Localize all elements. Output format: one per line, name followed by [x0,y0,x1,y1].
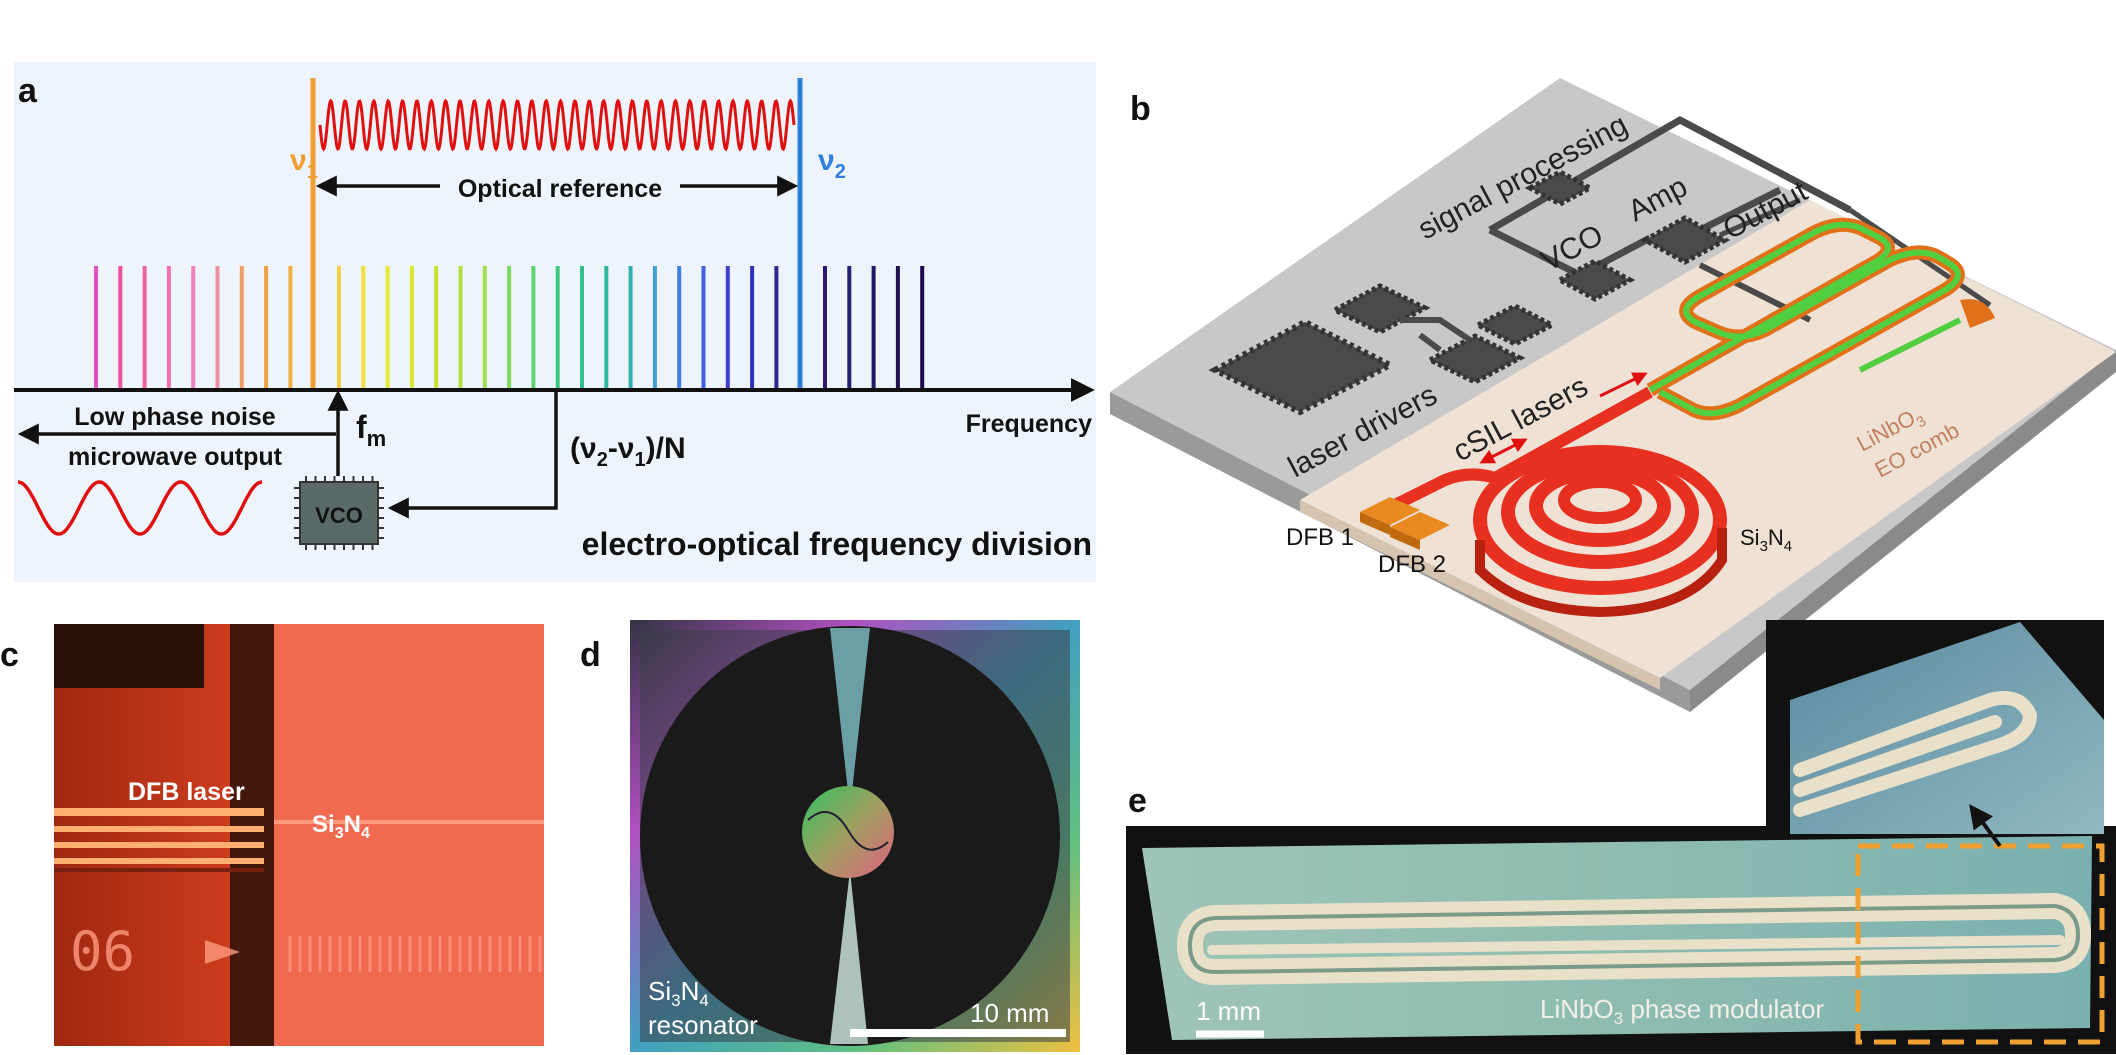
chip-number: 06 [70,920,135,983]
fm-label: fm [356,409,386,451]
light-direction-arrow [1599,372,1648,398]
si3n4-chip-region [274,624,544,1046]
si3n4-spiral [1473,445,1727,618]
reflection-top [830,628,870,810]
panel-a-title: electro-optical frequency division [582,526,1092,562]
grating-pattern [288,936,542,972]
substrate-edge [1300,500,1660,690]
panel-b: b [1110,78,2116,712]
nu1-label: ν1 [290,144,318,183]
si3n4-label-b: Si3N4 [1740,525,1792,555]
panel-a-letter: a [18,72,38,110]
panel-e-letter: e [1128,782,1147,820]
panel-e: e 1 mm LiNbO3 phase modulator [1126,620,2116,1054]
output-coupler [1960,299,1995,328]
vco-chip: VCO [294,476,384,550]
orientation-marker-icon [205,940,240,964]
dfb-dark-top [54,624,204,688]
microwave-output-wave [17,480,263,536]
si3n4-label-d: Si3N4 [648,976,709,1010]
zoom-region-box [1855,843,2105,1045]
low-phase-noise-label: Low phase noise [74,403,276,431]
reflection-bottom [830,870,868,1044]
scale-label-d: 10 mm [970,998,1049,1028]
modulator-meander [1176,892,2092,986]
dfb-stripes [54,808,264,872]
resonator-label: resonator [648,1010,758,1040]
dfb-laser-label: DFB laser [128,778,245,806]
inset-meander [1793,690,2038,817]
frequency-comb [94,266,925,390]
panel-a: a ν1 ν2 Optical reference Frequency fm L… [14,62,1096,582]
division-feedback-arrow [387,392,558,519]
optical-reference-label: Optical reference [458,175,662,203]
laser-driver-chips [1208,283,1558,416]
microwave-output-label: microwave output [68,443,283,471]
modulator-chip [1142,836,2092,1040]
center-curve [807,811,889,851]
dfb-gap [230,624,274,1046]
dfb-lasers [1360,497,1450,550]
vco-label: VCO [315,503,363,528]
panel-d-letter: d [580,636,601,674]
panel-c: c DFB laser Si3N4 06 [0,624,544,1046]
optical-reference-wave [318,98,796,152]
nu2-label: ν2 [818,144,846,183]
csil-double-arrow [1479,438,1528,464]
division-ratio-label: (ν2-ν1)/N [570,432,686,471]
eo-comb-meander [1646,217,1995,421]
optical-reference-label-bg [440,170,680,202]
frequency-label: Frequency [966,410,1093,438]
dfb2-label: DFB 2 [1378,551,1446,578]
zoom-arrow [1969,804,2002,848]
scale-label-e: 1 mm [1196,996,1261,1026]
si3n4-label-c: Si3N4 [312,811,370,842]
dfb1-label: DFB 1 [1286,524,1354,551]
modulator-label: LiNbO3 phase modulator [1540,994,1824,1028]
panel-b-letter: b [1130,90,1151,128]
panel-d: d 10 mm Si3N4 resonator [580,620,1080,1052]
panel-c-letter: c [0,636,19,674]
